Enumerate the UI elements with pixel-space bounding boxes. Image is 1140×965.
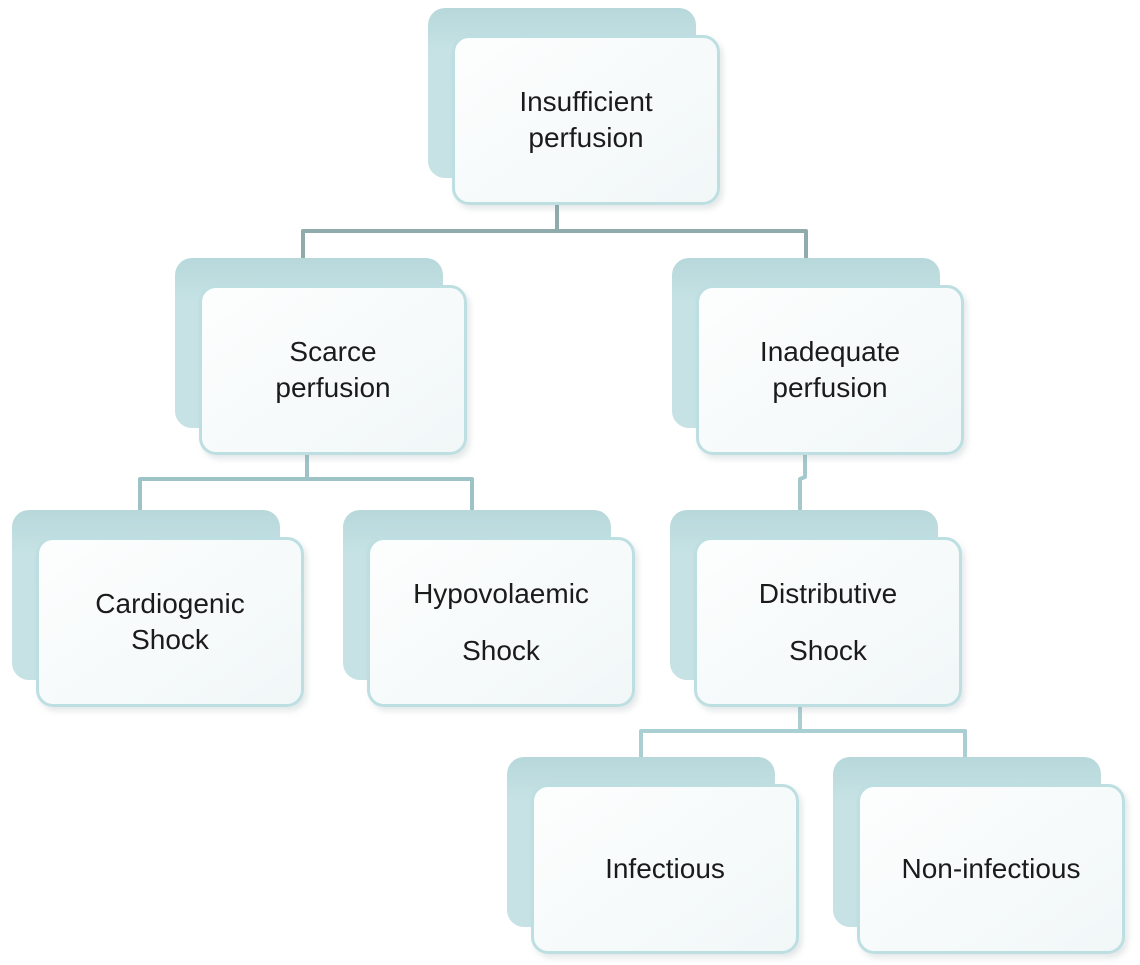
node-distributive-shock: Distributive Shock <box>670 510 963 708</box>
node-label: Inadequate perfusion <box>759 336 901 403</box>
node-inadequate-perfusion: Inadequate perfusion <box>672 258 965 456</box>
node-label: Insufficient perfusion <box>519 86 653 153</box>
node-card: Non-infectious <box>857 784 1125 954</box>
node-card: Infectious <box>531 784 799 954</box>
node-label: Non-infectious <box>901 853 1081 885</box>
node-scarce-perfusion: Scarce perfusion <box>175 258 468 456</box>
node-card: Inadequate perfusion <box>696 285 964 455</box>
node-infectious: Infectious <box>507 757 800 955</box>
node-label: Infectious <box>605 853 725 885</box>
connector-distributive-branch <box>639 729 967 757</box>
node-label: Distributive Shock <box>758 577 898 666</box>
node-insufficient-perfusion: Insufficient perfusion <box>428 8 721 206</box>
node-hypovolaemic-shock: Hypovolaemic Shock <box>343 510 636 708</box>
node-card: Distributive Shock <box>694 537 962 707</box>
node-card: Cardiogenic Shock <box>36 537 304 707</box>
node-cardiogenic-shock: Cardiogenic Shock <box>12 510 305 708</box>
node-card: Scarce perfusion <box>199 285 467 455</box>
connector-scarce-branch <box>138 477 474 510</box>
node-card: Insufficient perfusion <box>452 35 720 205</box>
node-label: Hypovolaemic Shock <box>413 577 589 666</box>
node-non-infectious: Non-infectious <box>833 757 1126 955</box>
node-label: Cardiogenic Shock <box>95 588 245 655</box>
node-label: Scarce perfusion <box>275 336 391 403</box>
connector-root-branch <box>301 229 808 258</box>
connector-inadequate-distributive <box>798 453 807 510</box>
node-card: Hypovolaemic Shock <box>367 537 635 707</box>
